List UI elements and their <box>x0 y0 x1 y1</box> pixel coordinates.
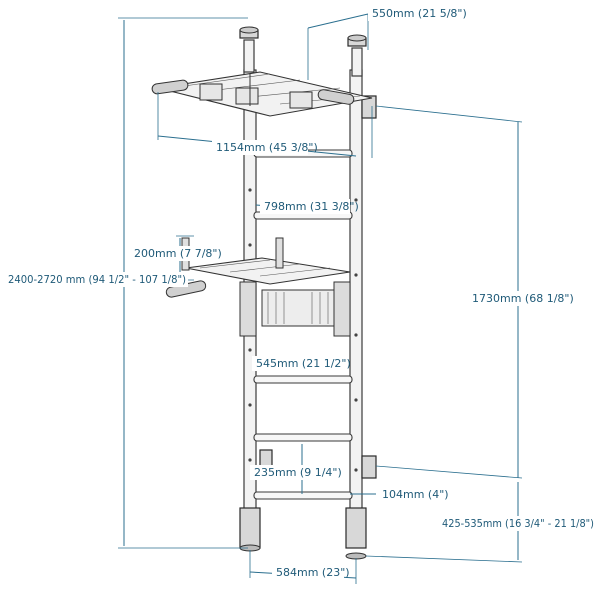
base-height-label: 425-535mm (16 3/4" - 21 1/8") <box>442 517 594 530</box>
ladder-height-label: 1730mm (68 1/8") <box>472 292 574 305</box>
top-depth-label: 550mm (21 5/8") <box>372 7 467 20</box>
ladder-rungs <box>253 149 353 500</box>
wall-offset-label: 104mm (4") <box>382 488 449 501</box>
dip-width-label: 545mm (21 1/2") <box>256 357 351 370</box>
rung-spacing-label: 235mm (9 1/4") <box>254 466 342 479</box>
base-width-label: 584mm (23") <box>276 566 350 579</box>
total-height-label: 2400-2720 mm (94 1/2" - 107 1/8") <box>8 273 186 286</box>
pullup-width-label: 1154mm (45 3/8") <box>216 141 318 154</box>
pullup-bar <box>151 71 373 117</box>
inner-width-label: 798mm (31 3/8") <box>264 200 359 213</box>
handle-length-label: 200mm (7 7/8") <box>134 247 222 260</box>
dip-station <box>165 237 351 337</box>
wall-bars-frame <box>151 26 377 560</box>
dimension-labels: 550mm (21 5/8") 1154mm (45 3/8") 798mm (… <box>6 6 596 580</box>
